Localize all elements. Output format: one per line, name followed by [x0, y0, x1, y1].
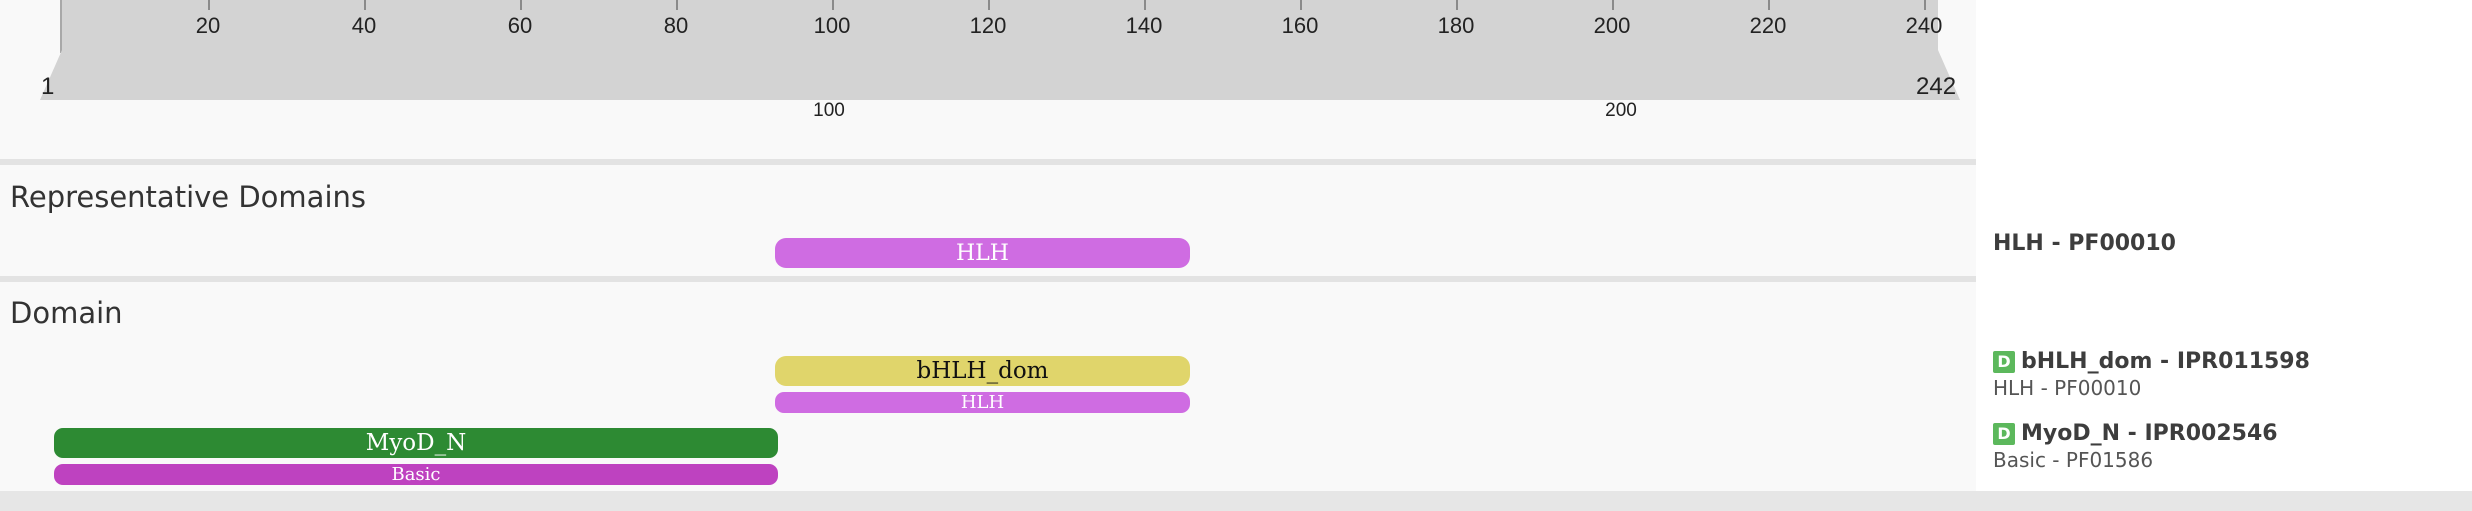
- ruler-sub-label-100: 100: [813, 100, 845, 121]
- feature-label: HLH: [956, 240, 1009, 266]
- legend-link-hlh-sub[interactable]: HLH - PF00010: [1993, 376, 2142, 400]
- feature-myod-n[interactable]: MyoD_N: [54, 428, 778, 458]
- legend-link-basic-sub[interactable]: Basic - PF01586: [1993, 448, 2154, 472]
- legend-link-myod-n[interactable]: MyoD_N - IPR002546: [2021, 421, 2278, 446]
- ruler-tick: [676, 0, 678, 10]
- feature-bhlh-dom[interactable]: bHLH_dom: [775, 356, 1190, 386]
- legend-link-bhlh-dom[interactable]: bHLH_dom - IPR011598: [2021, 349, 2310, 374]
- legend-entry-bhlh-dom[interactable]: D bHLH_dom - IPR011598 HLH - PF00010: [1993, 349, 2310, 400]
- feature-hlh-representative[interactable]: HLH: [775, 238, 1190, 268]
- ruler-tick-label: 80: [663, 13, 689, 38]
- feature-label: MyoD_N: [365, 430, 467, 456]
- ruler-tick-label: 20: [195, 13, 221, 38]
- position-ruler: 20 40 60 80 100 120 140 160 180 200 220 240: [60, 0, 1942, 53]
- ruler-tick: [1300, 0, 1302, 10]
- ruler-tick-label: 240: [1905, 13, 1943, 38]
- feature-hlh-child[interactable]: HLH: [775, 392, 1190, 413]
- ruler-tick-label: 140: [1125, 13, 1163, 38]
- feature-label: Basic: [391, 464, 441, 485]
- ruler-tick-label: 220: [1749, 13, 1787, 38]
- ruler-sub-label-200: 200: [1605, 100, 1637, 121]
- ruler-end-label: 242: [1916, 73, 1957, 100]
- domain-badge-icon: D: [1993, 422, 2015, 445]
- section-title-domain: Domain: [10, 296, 123, 330]
- ruler-tick-label: 120: [969, 13, 1007, 38]
- ruler-tick-label: 160: [1281, 13, 1319, 38]
- ruler-tick: [988, 0, 990, 10]
- legend-link-hlh[interactable]: HLH - PF00010: [1993, 231, 2176, 256]
- ruler-tick-label: 60: [507, 13, 533, 38]
- ruler-start-label: 1: [41, 73, 55, 100]
- ruler-tick-label: 200: [1593, 13, 1631, 38]
- ruler-tick: [1144, 0, 1146, 10]
- ruler-tick: [1768, 0, 1770, 10]
- ruler-left-edge: [60, 0, 62, 50]
- ruler-tick: [1456, 0, 1458, 10]
- ruler-tick-label: 100: [813, 13, 851, 38]
- ruler-tick: [1612, 0, 1614, 10]
- ruler-tick: [1924, 0, 1926, 10]
- ruler-tick-label: 180: [1437, 13, 1475, 38]
- legend-entry-myod-n[interactable]: D MyoD_N - IPR002546 Basic - PF01586: [1993, 421, 2278, 472]
- ruler-zoom-trapezoid[interactable]: [40, 50, 1960, 102]
- legend-panel: [1976, 0, 2472, 491]
- ruler-tick-label: 40: [351, 13, 377, 38]
- domain-badge-icon: D: [1993, 350, 2015, 373]
- ruler-tick: [208, 0, 210, 10]
- feature-label: HLH: [960, 392, 1005, 413]
- feature-basic[interactable]: Basic: [54, 464, 778, 485]
- section-divider: [0, 159, 1976, 165]
- ruler-tick: [832, 0, 834, 10]
- ruler-tick: [364, 0, 366, 10]
- section-divider: [0, 276, 1976, 282]
- ruler-tick: [520, 0, 522, 10]
- bottom-scroll-area[interactable]: [0, 491, 2472, 511]
- feature-label: bHLH_dom: [916, 358, 1049, 384]
- section-title-representative-domains: Representative Domains: [10, 180, 366, 214]
- legend-entry-hlh-representative[interactable]: HLH - PF00010: [1993, 231, 2176, 256]
